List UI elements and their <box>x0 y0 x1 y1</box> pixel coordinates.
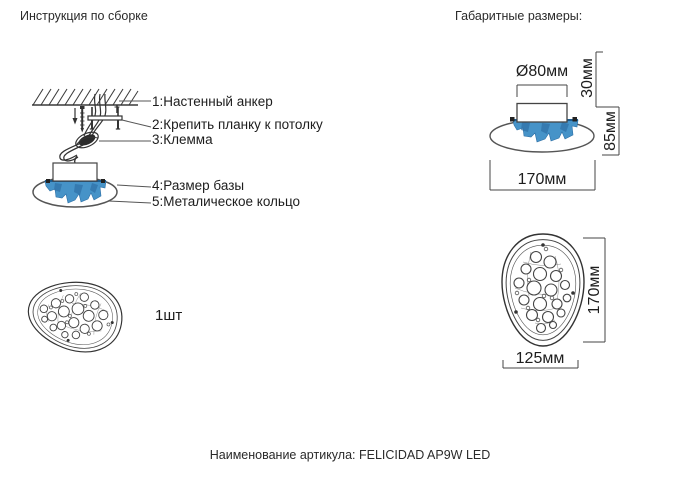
dimension-front-width <box>502 360 579 369</box>
ceiling-hatch <box>32 88 139 106</box>
dim-width: 170мм <box>518 171 567 188</box>
dim-front-height: 170мм <box>586 266 603 315</box>
dimension-base-diameter <box>516 84 568 97</box>
ring-tab-right <box>572 117 577 122</box>
dimension-body-height <box>602 107 620 156</box>
arrow-down-icon <box>72 108 78 125</box>
ring-tab-right <box>101 179 105 183</box>
quantity-label: 1шт <box>155 307 183 324</box>
assembly-step-label-3: 3:Клемма <box>152 132 213 147</box>
assembly-step-label-2: 2:Крепить планку к потолку <box>152 117 323 132</box>
dimensions-title: Габаритные размеры: <box>455 9 583 23</box>
assembly-step-label-5: 5:Металическое кольцо <box>152 194 301 209</box>
ring-tab-left <box>510 117 515 122</box>
mounting-bar <box>87 107 123 130</box>
assembly-step-label-1: 1:Настенный анкер <box>152 94 273 109</box>
assembly-step-label-4: 4:Размер базы <box>152 178 245 193</box>
crystal-trim <box>44 180 107 204</box>
assembly-diagram <box>32 88 152 208</box>
dimension-base-height <box>595 51 619 108</box>
article-name: Наименование артикула: FELICIDAD AP9W LE… <box>209 448 491 462</box>
crystal-trim <box>512 119 579 143</box>
front-view-diagram: 170мм 125мм <box>501 233 606 369</box>
lamp-base <box>52 162 98 182</box>
leader-lines <box>99 100 152 204</box>
assembly-title: Инструкция по сборке <box>20 9 148 23</box>
dim-body-height: 85мм <box>602 111 619 151</box>
power-cable <box>59 142 84 164</box>
terminal-clamp <box>75 131 99 149</box>
ring-tab-left <box>46 179 50 183</box>
dim-base-diameter: Ø80мм <box>516 63 568 80</box>
dimension-width <box>489 160 596 191</box>
dim-front-width: 125мм <box>516 350 565 367</box>
lamp-base <box>516 102 568 123</box>
dim-base-height: 30мм <box>579 58 596 98</box>
side-view-diagram: Ø80мм 30мм 85мм 170мм <box>489 51 620 191</box>
dimension-front-height <box>583 237 606 343</box>
lamp-front-view-rotated <box>22 273 128 359</box>
anchor-screw-icon <box>80 106 85 133</box>
